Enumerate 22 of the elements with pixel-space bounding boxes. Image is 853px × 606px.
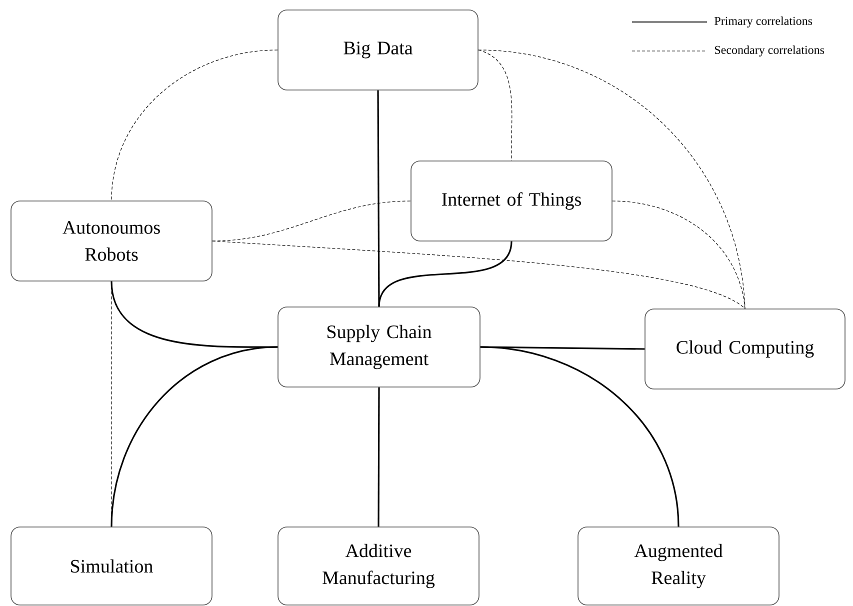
legend-label: Secondary correlations bbox=[715, 46, 824, 56]
connector bbox=[478, 50, 512, 161]
concept-box: Big Data bbox=[278, 10, 478, 90]
connector bbox=[377, 90, 380, 307]
connector bbox=[480, 346, 680, 527]
connector bbox=[478, 50, 746, 309]
concept-box: Supply Chain Management bbox=[278, 306, 480, 388]
legend-label: Primary correlations bbox=[714, 16, 812, 28]
concept-box: Augmented Reality bbox=[578, 526, 780, 606]
connector bbox=[378, 387, 380, 527]
connector bbox=[111, 281, 112, 527]
concept-box: Simulation bbox=[10, 526, 212, 606]
concept-box: Internet of Things bbox=[410, 160, 612, 242]
connector bbox=[110, 346, 278, 527]
concept-box: Cloud Computing bbox=[644, 308, 846, 390]
concept-box: Additive Manufacturing bbox=[278, 526, 480, 606]
connector bbox=[212, 200, 411, 242]
connector bbox=[612, 200, 746, 309]
concept-box: Autonoumos Robots bbox=[10, 200, 212, 282]
connector bbox=[378, 241, 512, 307]
connector bbox=[111, 50, 278, 201]
connector bbox=[212, 240, 746, 309]
